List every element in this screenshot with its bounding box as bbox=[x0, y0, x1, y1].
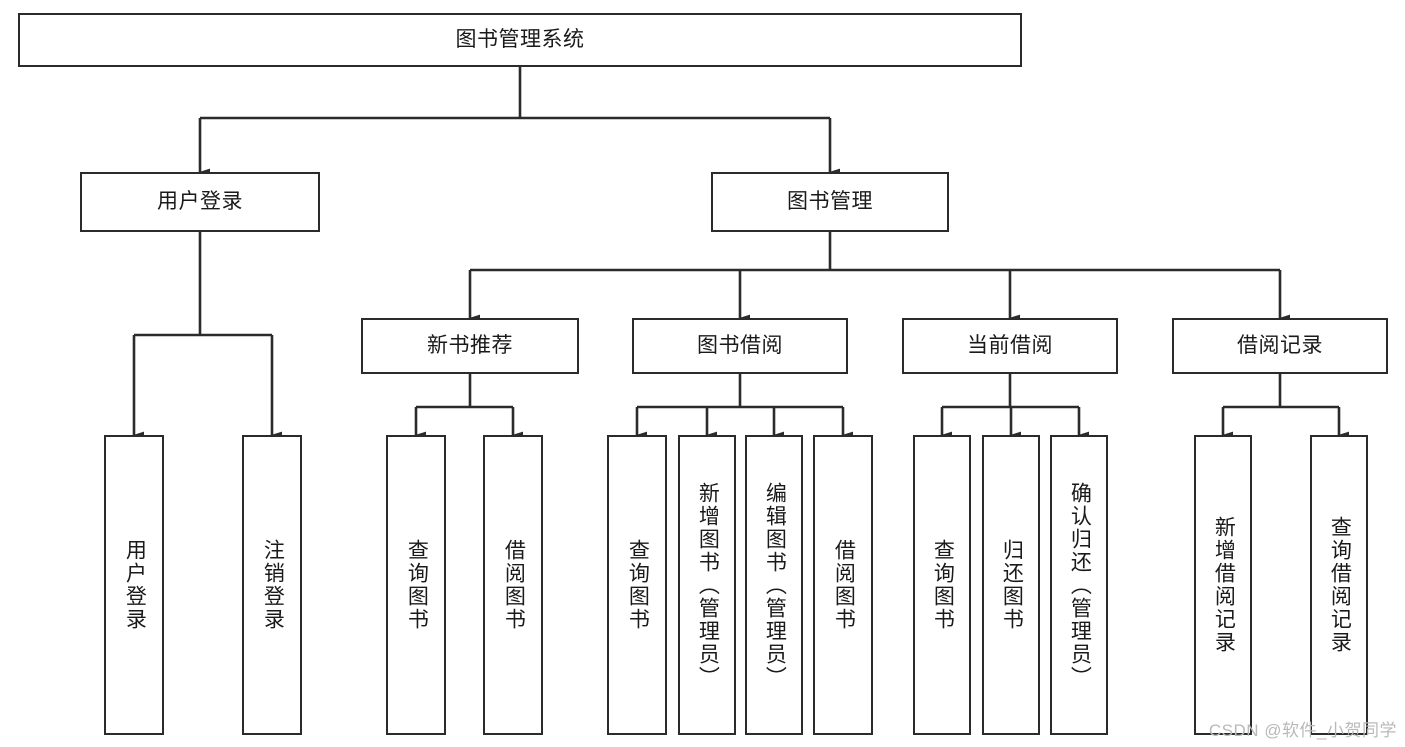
node-leaf-add-book[interactable]: 新增图书（管理员） bbox=[678, 435, 736, 735]
node-label: 图书管理系统 bbox=[455, 27, 585, 51]
node-current[interactable]: 当前借阅 bbox=[902, 318, 1118, 374]
node-label: 编辑图书（管理员） bbox=[763, 481, 787, 689]
node-label: 确认归还（管理员） bbox=[1068, 481, 1092, 689]
node-borrow[interactable]: 图书借阅 bbox=[632, 318, 848, 374]
node-label: 图书借阅 bbox=[697, 333, 783, 357]
node-leaf-borrow-book-1[interactable]: 借阅图书 bbox=[483, 435, 543, 735]
node-newbook[interactable]: 新书推荐 bbox=[361, 318, 579, 374]
node-label: 查询图书 bbox=[405, 539, 429, 631]
node-label: 查询图书 bbox=[626, 539, 650, 631]
node-leaf-borrow-book-2[interactable]: 借阅图书 bbox=[813, 435, 873, 735]
node-label: 借阅图书 bbox=[832, 539, 856, 631]
node-login[interactable]: 用户登录 bbox=[80, 172, 320, 232]
node-leaf-query-book-1[interactable]: 查询图书 bbox=[386, 435, 446, 735]
node-leaf-return-book[interactable]: 归还图书 bbox=[982, 435, 1040, 735]
node-label: 用户登录 bbox=[157, 189, 243, 213]
node-leaf-query-book-2[interactable]: 查询图书 bbox=[607, 435, 667, 735]
node-label: 新书推荐 bbox=[427, 333, 513, 357]
node-label: 用户登录 bbox=[123, 539, 147, 631]
node-root[interactable]: 图书管理系统 bbox=[18, 13, 1022, 67]
node-label: 归还图书 bbox=[1000, 539, 1024, 631]
node-leaf-add-record[interactable]: 新增借阅记录 bbox=[1194, 435, 1252, 735]
node-label: 注销登录 bbox=[261, 539, 285, 631]
node-leaf-edit-book[interactable]: 编辑图书（管理员） bbox=[745, 435, 803, 735]
node-leaf-confirm-return[interactable]: 确认归还（管理员） bbox=[1050, 435, 1108, 735]
node-label: 借阅图书 bbox=[502, 539, 526, 631]
node-label: 新增借阅记录 bbox=[1212, 516, 1236, 654]
node-label: 借阅记录 bbox=[1237, 333, 1323, 357]
node-leaf-query-book-3[interactable]: 查询图书 bbox=[913, 435, 971, 735]
node-label: 新增图书（管理员） bbox=[696, 481, 720, 689]
connector-lines bbox=[132, 67, 1350, 439]
node-leaf-user-logout[interactable]: 注销登录 bbox=[242, 435, 302, 735]
node-label: 图书管理 bbox=[787, 189, 873, 213]
node-bookmgmt[interactable]: 图书管理 bbox=[711, 172, 949, 232]
node-leaf-query-record[interactable]: 查询借阅记录 bbox=[1310, 435, 1368, 735]
node-leaf-user-login[interactable]: 用户登录 bbox=[104, 435, 164, 735]
node-records[interactable]: 借阅记录 bbox=[1172, 318, 1388, 374]
node-label: 查询借阅记录 bbox=[1328, 516, 1352, 654]
node-label: 查询图书 bbox=[931, 539, 955, 631]
node-label: 当前借阅 bbox=[967, 333, 1053, 357]
